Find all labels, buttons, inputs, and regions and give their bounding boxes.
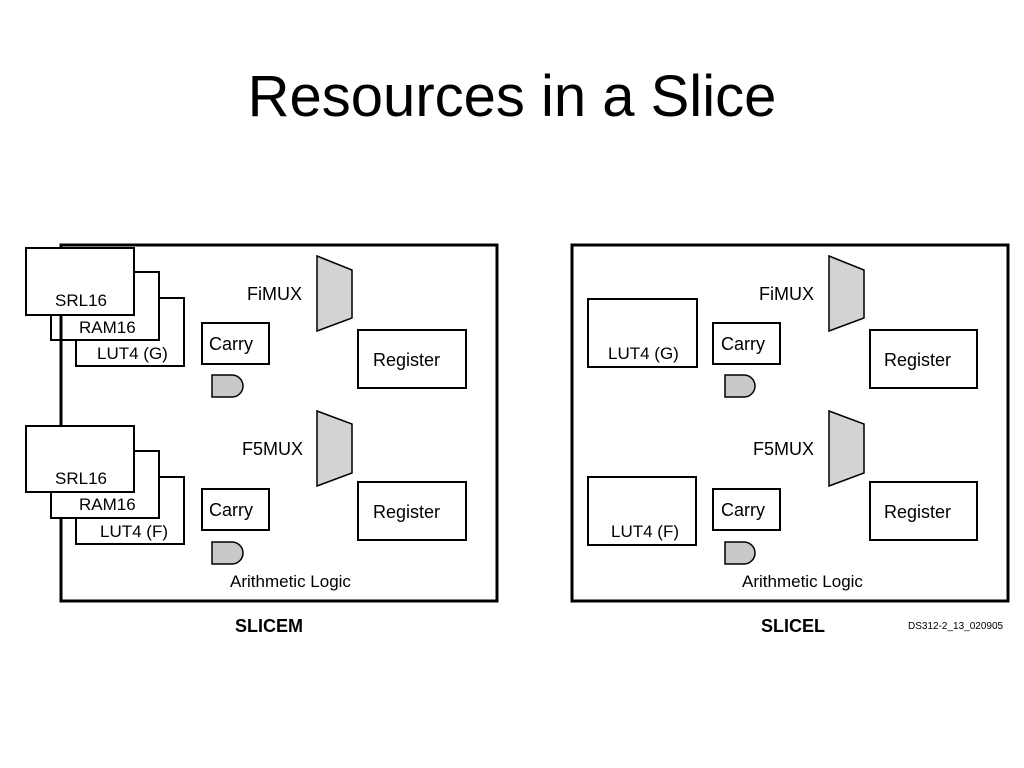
slicem-srl16-top-box — [25, 247, 135, 316]
slicem-and-gate-bottom — [211, 541, 244, 565]
slicem-lut-f-label: LUT4 (F) — [100, 522, 168, 541]
slicem-ram16-bottom-label: RAM16 — [79, 495, 136, 514]
slicel-carry-top-label: Carry — [721, 334, 765, 354]
slicem-and-gate-top — [211, 374, 244, 398]
slicel-lut-f-box — [587, 476, 697, 546]
slicel-panel: LUT4 (G) LUT4 (F) FiMUX Carry Register F… — [570, 243, 1010, 603]
slicel-and-gate-bottom — [724, 541, 756, 565]
slicem-fimux-shape — [316, 254, 353, 333]
figure-reference: DS312-2_13_020905 — [908, 621, 1004, 632]
slicem-caption: SLICEM — [235, 616, 303, 636]
slicel-fimux-shape — [828, 254, 865, 333]
slicel-register-top-label: Register — [884, 350, 951, 370]
slicem-srl16-bottom-box — [25, 425, 135, 493]
slicem-carry-bottom-label: Carry — [209, 500, 253, 520]
slicem-f5mux-label: F5MUX — [242, 439, 303, 459]
slicem-top-lut-stack: LUT4 (G) RAM16 SRL16 — [25, 247, 185, 367]
slicem-f5mux-shape — [316, 409, 353, 488]
slicel-register-bottom-box — [869, 481, 978, 541]
slicel-carry-bottom-label: Carry — [721, 500, 765, 520]
slicel-f5mux-shape — [828, 409, 865, 488]
slicel-lut-g-box — [587, 298, 698, 368]
slicem-arithmetic-logic-label: Arithmetic Logic — [230, 572, 351, 591]
slicel-lut-g-label: LUT4 (G) — [608, 344, 679, 363]
slicel-carry-bottom-box — [712, 488, 781, 531]
slicem-bottom-lut-stack: LUT4 (F) RAM16 SRL16 — [25, 425, 185, 545]
slicem-srl16-bottom-label: SRL16 — [55, 469, 107, 488]
slicem-panel: LUT4 (G) RAM16 SRL16 LUT4 (F) RAM16 SRL1… — [25, 243, 499, 603]
slicem-ram16-top-label: RAM16 — [79, 318, 136, 337]
slicel-and-gate-top — [724, 374, 756, 398]
slicel-caption: SLICEL — [761, 616, 825, 636]
slicel-carry-top-box — [712, 322, 781, 365]
slicem-lut-g-label: LUT4 (G) — [97, 344, 168, 363]
slicem-register-bottom-box — [357, 481, 467, 541]
slicem-carry-top-box — [201, 322, 270, 365]
slicem-carry-top-label: Carry — [209, 334, 253, 354]
slicem-srl16-top-label: SRL16 — [55, 291, 107, 310]
slicel-f5mux-label: F5MUX — [753, 439, 814, 459]
slicel-fimux-label: FiMUX — [759, 284, 814, 304]
slicel-arithmetic-logic-label: Arithmetic Logic — [742, 572, 863, 591]
slicel-register-bottom-label: Register — [884, 502, 951, 522]
slicem-fimux-label: FiMUX — [247, 284, 302, 304]
slicel-register-top-box — [869, 329, 978, 389]
slicem-carry-bottom-box — [201, 488, 270, 531]
slicel-lut-f-label: LUT4 (F) — [611, 522, 679, 541]
slicem-register-top-label: Register — [373, 350, 440, 370]
slicem-register-top-box — [357, 329, 467, 389]
page-title: Resources in a Slice — [247, 64, 777, 129]
slicem-register-bottom-label: Register — [373, 502, 440, 522]
